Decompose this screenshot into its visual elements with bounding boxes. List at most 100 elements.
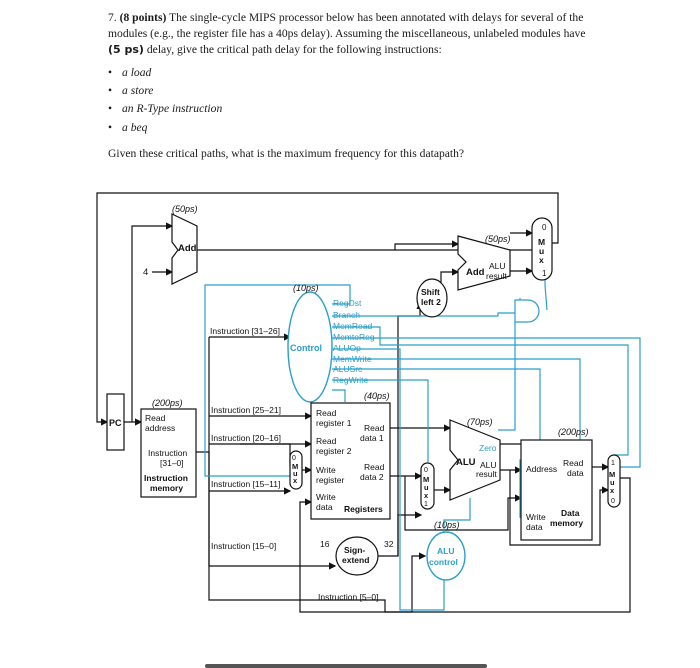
signal-regwrite: RegWrite [333, 375, 369, 385]
question-number: 7. [108, 11, 117, 24]
im-address: address [145, 423, 175, 433]
regdst-0: 0 [292, 455, 296, 462]
pc-source-mux: 0 M u x 1 [531, 217, 553, 281]
register-file: Read register 1 Read register 2 Write re… [310, 402, 391, 520]
bullet-load: a load [108, 66, 151, 79]
branch-adder-delay: (50ps) [485, 234, 511, 244]
alusrc-m: M [423, 475, 429, 484]
signal-memwrite: MemWrite [333, 354, 372, 364]
reg-register: register [316, 475, 345, 485]
reg-write: Write [316, 465, 336, 475]
memtoreg-u: u [610, 478, 615, 487]
memtoreg-mux: 1 M u x 0 [607, 454, 621, 508]
dm-read: Read [563, 458, 584, 468]
pc-mux-1: 1 [542, 269, 547, 278]
signal-alusrc: ALUSrc [333, 364, 363, 374]
branch-and-gate [514, 299, 540, 323]
im-bits: [31–0] [160, 458, 184, 468]
sign-extend: Sign- extend [335, 536, 379, 576]
constant-four: 4 [143, 267, 148, 278]
reg-writedata: Write [316, 492, 336, 502]
instruction-field-labels: Instruction [31–26] Instruction [25–21] … [210, 326, 378, 602]
question-text: 7. (8 points) The single-cycle MIPS proc… [108, 10, 638, 58]
bits-32: 32 [384, 539, 394, 549]
signal-memread: MemRead [333, 321, 372, 331]
pc-adder-delay: (50ps) [172, 204, 198, 214]
reg-rd1-data: data 1 [360, 433, 384, 443]
regdst-m: M [292, 462, 298, 471]
reg-register2: register 2 [316, 446, 352, 456]
reg-read2: Read [316, 436, 337, 446]
instr-15-11: Instruction [15–11] [211, 479, 280, 489]
pc-mux-m: M [538, 237, 545, 247]
alu-zero: Zero [479, 443, 497, 453]
branch-adder-result: result [486, 271, 507, 281]
program-counter: PC [106, 393, 125, 451]
memtoreg-x: x [610, 486, 615, 495]
dm-title-2: memory [550, 518, 583, 528]
bullet-store: a store [108, 84, 154, 97]
question-line-3: delay, give the critical path delay for … [146, 43, 442, 56]
horizontal-scrollbar[interactable] [205, 664, 487, 668]
regdst-mux: 0 M u x [289, 450, 303, 490]
aluctl-label: ALU [437, 546, 454, 556]
pc-mux-0: 0 [542, 223, 547, 232]
bullet-beq: a beq [108, 121, 148, 134]
im-read: Read [145, 413, 166, 423]
shift-left-2: Shift left 2 [416, 278, 448, 318]
dm-write: Write [526, 512, 546, 522]
instr-31-26: Instruction [31–26] [210, 326, 280, 336]
question-points: (8 points) [119, 11, 167, 24]
alu-result: result [476, 469, 497, 479]
memtoreg-1: 1 [611, 460, 615, 467]
instr-5-0: Instruction [5–0] [318, 592, 378, 602]
signal-branch: Branch [333, 310, 360, 320]
reg-rd2: Read [364, 462, 385, 472]
alusrc-u: u [424, 483, 429, 492]
branch-adder: Add ALU result [457, 235, 511, 291]
im-title-2: memory [150, 483, 183, 493]
control-signal-labels: RegDst Branch MemRead MemtoReg ALUOp Mem… [333, 298, 375, 385]
branch-adder-label: Add [466, 267, 485, 278]
alusrc-0: 0 [424, 467, 428, 474]
control-unit: Control [287, 291, 333, 403]
alu-control: ALU control [426, 531, 466, 581]
im-title: Instruction [144, 473, 188, 483]
reg-rd1: Read [364, 423, 385, 433]
dm-address: Address [526, 464, 557, 474]
reg-register1: register 1 [316, 418, 352, 428]
signal-regdst: RegDst [333, 298, 362, 308]
alu-control-delay: (10ps) [434, 520, 460, 530]
pc-mux-x: x [539, 255, 544, 265]
regdst-u: u [293, 469, 298, 478]
alusrc-x: x [424, 491, 429, 500]
memtoreg-0: 0 [611, 498, 615, 505]
shift-label: Shift [421, 287, 440, 297]
signal-memtoreg: MemtoReg [333, 332, 375, 342]
branch-adder-alu: ALU [489, 261, 506, 271]
pc-label: PC [109, 418, 122, 428]
regdst-x: x [293, 476, 298, 485]
reg-read1: Read [316, 408, 337, 418]
control-delay: (10ps) [293, 283, 319, 293]
instruction-memory-delay: (200ps) [152, 398, 183, 408]
dm-readdata: data [567, 468, 584, 478]
reg-data: data [316, 502, 333, 512]
alu-delay: (70ps) [467, 417, 493, 427]
handwritten-annotation: (5 ps) [108, 43, 144, 56]
instr-15-0: Instruction [15–0] [211, 541, 276, 551]
instr-20-16: Instruction [20–16] [211, 433, 281, 443]
shift-label-2: left 2 [421, 297, 441, 307]
instruction-memory: Read address Instruction [31–0] Instruct… [140, 408, 197, 498]
aluctl-label-2: control [429, 557, 458, 567]
instr-25-21: Instruction [25–21] [211, 405, 281, 415]
main-alu: ALU Zero ALU result [449, 419, 501, 501]
control-label: Control [290, 343, 322, 353]
alu-res: ALU [480, 460, 497, 470]
alusrc-mux: 0 M u x 1 [420, 462, 435, 510]
dm-writedata: data [526, 522, 543, 532]
bullet-rtype: an R-Type instruction [108, 102, 222, 115]
dm-title: Data [561, 508, 580, 518]
question-line-2: modules (e.g., the register file has a 4… [108, 27, 586, 40]
